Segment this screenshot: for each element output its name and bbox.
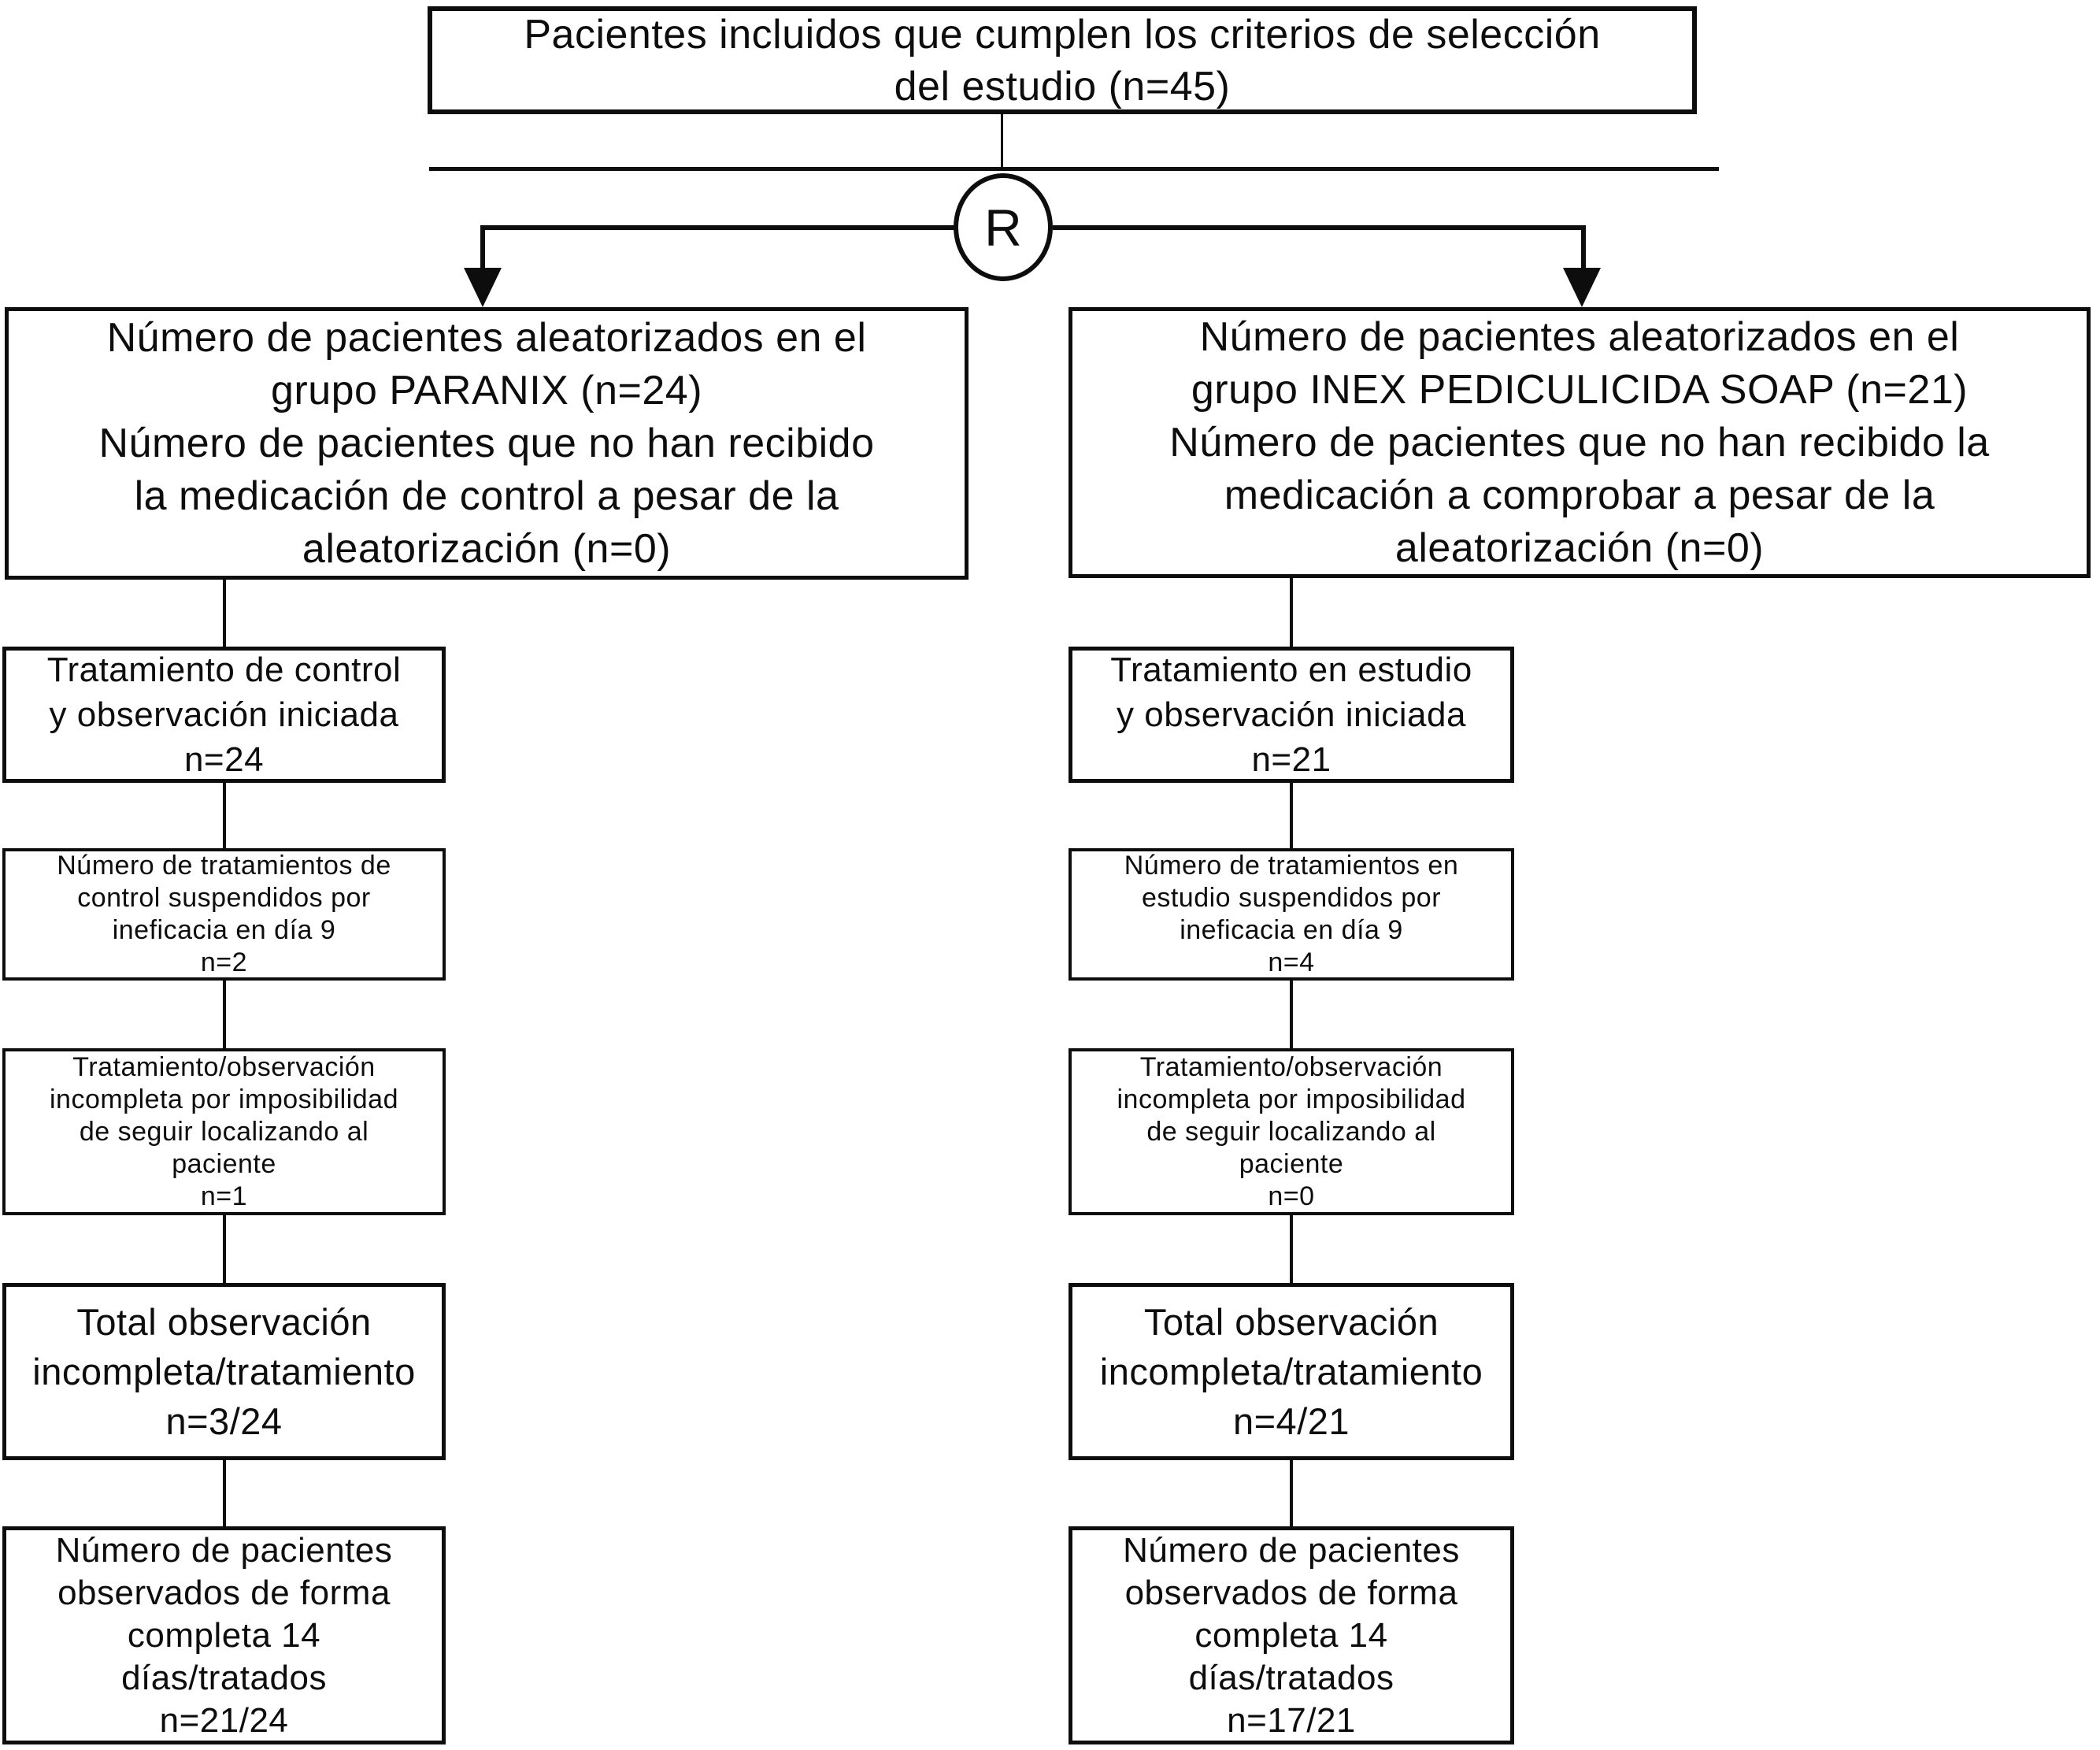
- flow-box-study-lost-followup: Tratamiento/observación incompleta por i…: [1069, 1048, 1514, 1215]
- branch-drop-left: [480, 225, 485, 271]
- flow-box-study-treatment-started: Tratamiento en estudio y observación ini…: [1069, 647, 1514, 783]
- flow-box-text: Número de tratamientos en estudio suspen…: [1124, 851, 1459, 977]
- flow-box-text: Total observación incompleta/tratamiento…: [1099, 1301, 1483, 1442]
- inclusion-box: Pacientes incluidos que cumplen los crit…: [428, 6, 1697, 114]
- flow-box-text: Tratamiento/observación incompleta por i…: [1117, 1051, 1466, 1211]
- flow-box-control-lost-followup: Tratamiento/observación incompleta por i…: [2, 1048, 446, 1215]
- connector-study-5: [1290, 1460, 1293, 1526]
- randomization-circle: R: [954, 173, 1053, 281]
- connector-study-3: [1290, 980, 1293, 1048]
- branch-arm-left: [482, 225, 954, 230]
- flow-box-study-suspended: Número de tratamientos en estudio suspen…: [1069, 848, 1514, 981]
- group-box-study: Número de pacientes aleatorizados en el …: [1069, 307, 2091, 578]
- branch-arm-right: [1053, 225, 1585, 230]
- group-box-study-text: Número de pacientes aleatorizados en el …: [1169, 313, 1990, 571]
- inclusion-box-text: Pacientes incluidos que cumplen los crit…: [524, 11, 1601, 109]
- flow-box-study-total-incomplete: Total observación incompleta/tratamiento…: [1069, 1283, 1514, 1460]
- connector-study-1: [1290, 578, 1293, 647]
- down-arrowhead-right: [1563, 268, 1601, 307]
- connector-study-2: [1290, 782, 1293, 848]
- connector-control-5: [223, 1460, 226, 1526]
- flow-box-text: Número de pacientes observados de forma …: [1123, 1530, 1460, 1740]
- flow-box-study-complete-observation: Número de pacientes observados de forma …: [1069, 1526, 1514, 1744]
- branch-drop-right: [1581, 225, 1586, 271]
- connector-top-stub: [1001, 114, 1003, 168]
- connector-control-1: [223, 580, 226, 647]
- group-box-control-text: Número de pacientes aleatorizados en el …: [98, 314, 875, 572]
- flow-box-text: Número de pacientes observados de forma …: [55, 1530, 393, 1740]
- connector-control-4: [223, 1215, 226, 1283]
- flow-box-control-complete-observation: Número de pacientes observados de forma …: [2, 1526, 446, 1744]
- flow-box-control-suspended: Número de tratamientos de control suspen…: [2, 848, 446, 981]
- flow-box-text: Número de tratamientos de control suspen…: [57, 851, 391, 977]
- connector-study-4: [1290, 1215, 1293, 1283]
- flow-box-text: Tratamiento en estudio y observación ini…: [1110, 651, 1472, 779]
- connector-control-3: [223, 980, 226, 1048]
- flow-box-control-treatment-started: Tratamiento de control y observación ini…: [2, 647, 446, 783]
- flow-box-text: Tratamiento de control y observación ini…: [46, 651, 402, 779]
- flow-box-text: Total observación incompleta/tratamiento…: [32, 1301, 416, 1442]
- randomization-divider-line: [429, 167, 1719, 171]
- flow-box-text: Tratamiento/observación incompleta por i…: [49, 1051, 398, 1211]
- connector-control-2: [223, 782, 226, 848]
- flow-box-control-total-incomplete: Total observación incompleta/tratamiento…: [2, 1283, 446, 1460]
- group-box-control: Número de pacientes aleatorizados en el …: [5, 307, 969, 580]
- randomization-label: R: [984, 198, 1022, 257]
- down-arrowhead-left: [464, 268, 502, 307]
